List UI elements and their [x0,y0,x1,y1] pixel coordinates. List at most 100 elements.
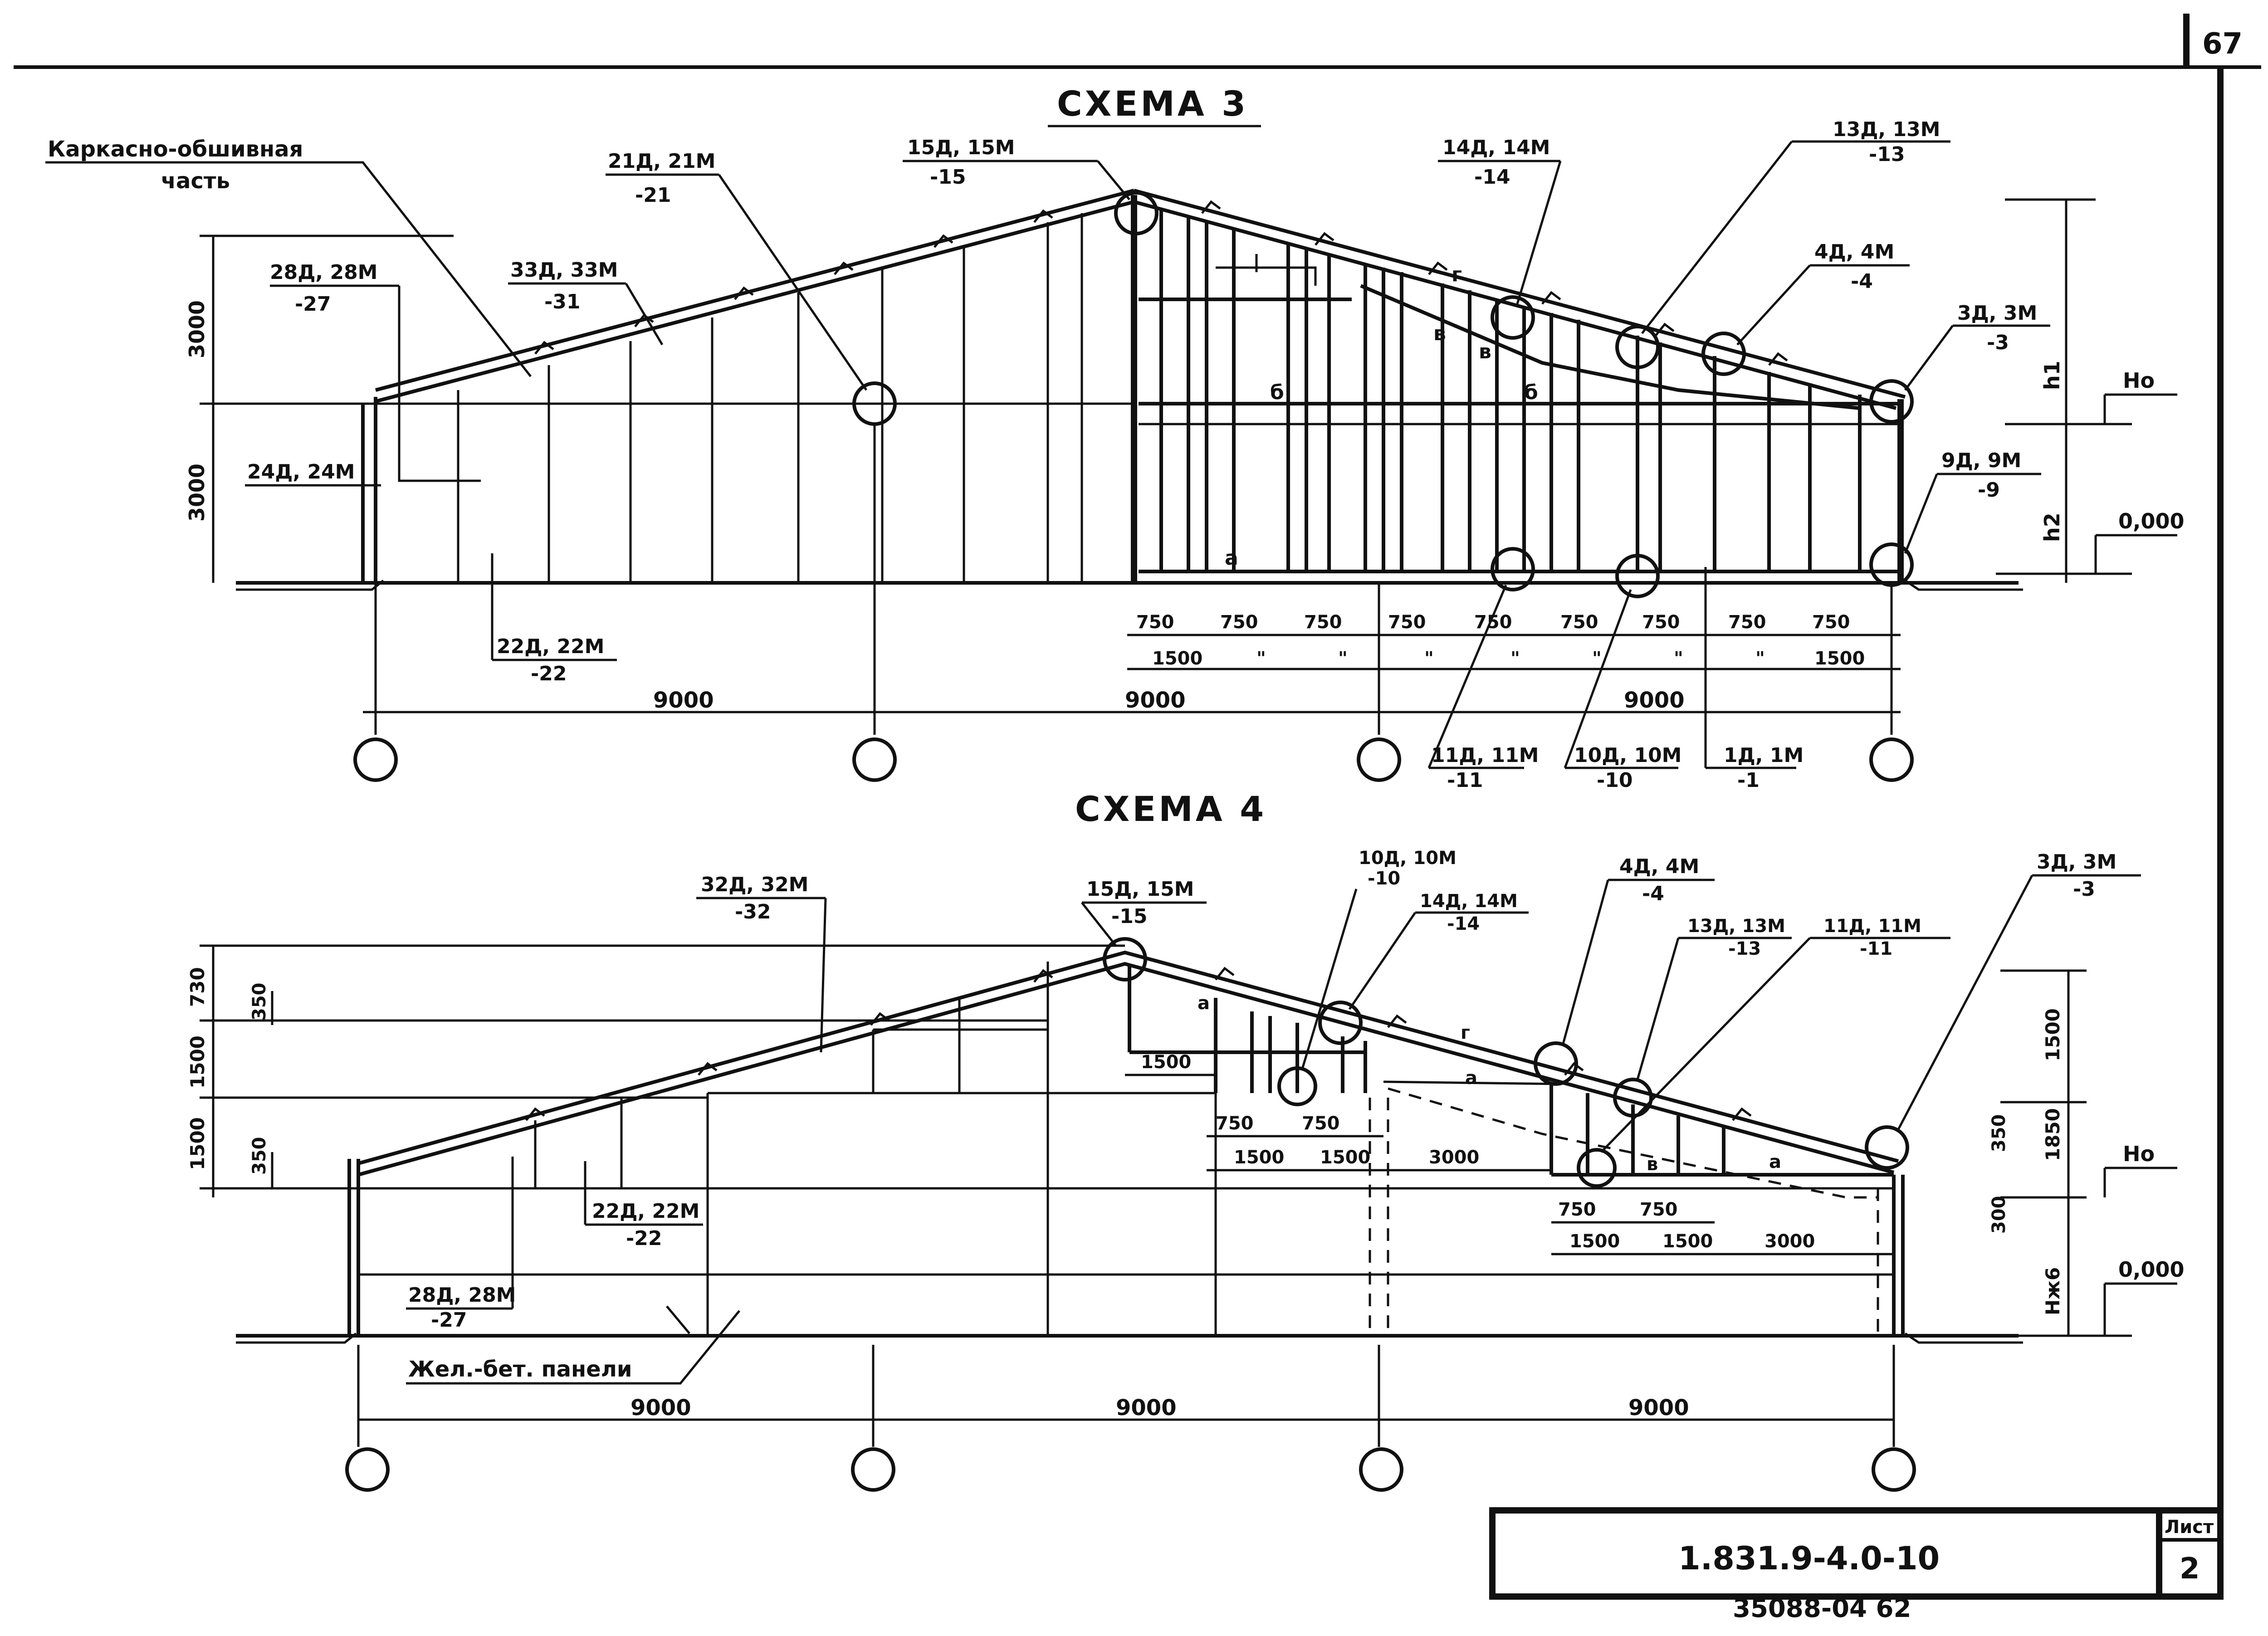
dim-ditto-4: " [1510,648,1520,669]
panel-letter-g: г [1452,263,1462,286]
callout4-28: 28Д, 28М [408,1284,516,1307]
callout-4: 4Д, 4М [1814,240,1894,264]
callout-10: 10Д, 10М [1574,744,1681,767]
callout4-22: 22Д, 22М [592,1200,699,1223]
callout4-10: 10Д, 10М [1359,848,1457,869]
callout-11: 11Д, 11М [1431,744,1539,767]
panel-letter-a: а [1225,547,1238,570]
axis4-bubble-3 [1359,1447,1403,1492]
detail-circles-3 [852,191,1914,598]
span4-3: 9000 [1628,1395,1689,1421]
d4-3000-a: 3000 [1429,1147,1479,1168]
level4-ho: Ho [2123,1142,2155,1166]
heights-4-left: 730 350 1500 1500 350 [186,944,1125,1197]
callout4-13: 13Д, 13М [1687,916,1785,937]
callout-10-ref: -10 [1597,769,1633,792]
h4-r-1500: 1500 [2042,1008,2064,1061]
callout-15: 15Д, 15М [907,136,1015,159]
dims-4: 1500 750 750 1500 1500 3000 750 750 1500… [345,1052,1916,1492]
d4-750-d: 750 [1640,1199,1678,1220]
dim-ditto-6: " [1674,648,1683,669]
dim-1500-2: 1500 [1814,648,1865,669]
h4-350-a: 350 [249,983,270,1021]
callout-1-ref: -1 [1737,769,1760,792]
panel-letter-a-4: а [1198,993,1210,1014]
axis4-bubble-4 [1872,1447,1916,1492]
callout-28: 28Д, 28М [270,261,377,284]
dim-ditto-5: " [1592,648,1602,669]
d4-750-c: 750 [1558,1199,1596,1220]
callout-28-ref: -27 [295,293,331,316]
callout4-11: 11Д, 11М [1823,916,1921,937]
level4-zero: 0,000 [2118,1257,2185,1282]
axis-bubble-3 [1357,737,1401,782]
span4-2: 9000 [1116,1395,1177,1421]
dim-750-5: 750 [1474,612,1512,633]
h4-1500-b: 1500 [186,1117,209,1170]
span4-1: 9000 [631,1395,691,1421]
sheet-frame: 67 1.831.9-4.0-10 Лист 2 35088-04 62 [14,14,2261,1623]
scheme-4: СХЕМА 4 [186,789,2185,1492]
dim-ditto-2: " [1338,648,1348,669]
callout-3: 3Д, 3М [1957,302,2037,325]
dim-750-9: 750 [1812,612,1850,633]
callout-21: 21Д, 21М [608,150,715,173]
panel-letter-v: в [1433,322,1446,345]
callout4-10-ref: -10 [1368,868,1400,889]
dim-750-4: 750 [1388,612,1426,633]
dim-1500-1: 1500 [1152,648,1202,669]
scheme-3-title: СХЕМА 3 [1057,83,1248,124]
callout-3-ref: -3 [1987,331,2009,354]
callout4-22-ref: -22 [626,1227,662,1250]
axis-bubble-4 [1869,737,1914,782]
dim-ditto-3: " [1424,648,1434,669]
callout-21-ref: -21 [635,184,671,207]
callout-22-ref: -22 [531,662,567,685]
callout4-4-ref: -4 [1642,882,1664,905]
height-top-3000: 3000 [185,300,209,358]
heights-3: 3000 3000 h1 h2 Ho 0,000 [185,198,2185,583]
dim-ditto-7: " [1755,648,1765,669]
h2-mark: h2 [2040,513,2064,542]
page-number: 67 [2202,27,2243,61]
dim-ditto-1: " [1256,648,1266,669]
panel-letter-v-4: в [1647,1154,1658,1175]
h4-r-300: 300 [1989,1196,2009,1234]
callout-15-ref: -15 [930,166,966,189]
panels-label: Жел.-бет. панели [408,1357,632,1382]
axis-bubble-1 [353,737,398,782]
d4-1500-b: 1500 [1320,1147,1370,1168]
panel-letter-b-2: б [1524,381,1538,404]
d4-1500-a: 1500 [1234,1147,1284,1168]
h1-mark: h1 [2040,361,2064,390]
detail-circles-4 [1103,937,1909,1188]
sheet-number: 2 [2180,1552,2200,1586]
dim-750-8: 750 [1728,612,1766,633]
callout4-14: 14Д, 14М [1420,891,1518,912]
span-2: 9000 [1125,688,1186,713]
callout-14: 14Д, 14М [1442,136,1550,159]
dim-750-6: 750 [1560,612,1598,633]
panel-letter-v-2: в [1479,340,1491,363]
callouts-3: 21Д, 21М -21 15Д, 15М -15 14Д, 14М -14 1… [245,118,2050,792]
callout-14-ref: -14 [1474,166,1510,189]
axis-bubble-2 [852,737,897,782]
bottom-code: 35088-04 62 [1733,1594,1911,1623]
axis4-bubble-2 [851,1447,895,1492]
callout4-15: 15Д, 15М [1086,878,1194,901]
height-bottom-3000: 3000 [185,464,209,522]
part-label-2: часть [161,168,230,194]
callout4-32: 32Д, 32М [701,873,808,896]
callout4-3-ref: -3 [2073,878,2095,901]
callout-9: 9Д, 9М [1941,449,2021,472]
callout4-4: 4Д, 4М [1619,855,1699,878]
dim-750-2: 750 [1220,612,1258,633]
sheet-label: Лист [2165,1517,2214,1538]
d4-3000-b: 3000 [1765,1231,1815,1252]
callout-33: 33Д, 33М [510,259,618,282]
callout-4-ref: -4 [1851,270,1873,293]
callout-13-ref: -13 [1869,143,1905,166]
h4-730: 730 [186,967,209,1007]
axis4-bubble-1 [345,1447,390,1492]
